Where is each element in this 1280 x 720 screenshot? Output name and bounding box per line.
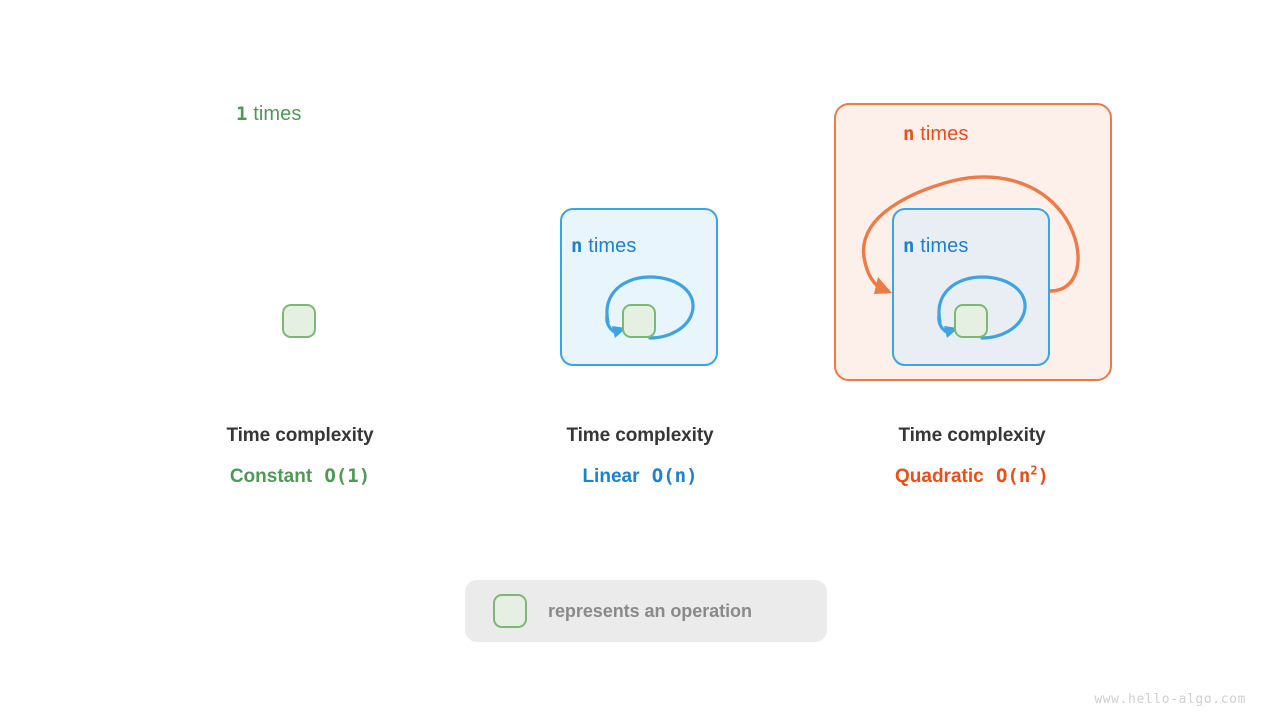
quadratic-outer-count-word: times bbox=[920, 123, 969, 145]
operation-square-icon bbox=[954, 304, 988, 338]
quadratic-inner-count-variable: n bbox=[903, 235, 915, 257]
complexity-name: Constant bbox=[229, 466, 313, 487]
linear-count-variable: n bbox=[571, 235, 583, 257]
notation-exponent: 2 bbox=[1030, 463, 1038, 478]
quadratic-outer-count-label: n times bbox=[903, 123, 969, 146]
caption-quadratic: Time complexity Quadratic O(n2) bbox=[822, 425, 1122, 488]
linear-count-word: times bbox=[588, 235, 637, 257]
operation-square-icon bbox=[493, 594, 527, 628]
complexity-value-linear: Linear O(n) bbox=[490, 465, 790, 488]
operation-square-icon bbox=[282, 304, 316, 338]
legend: represents an operation bbox=[465, 580, 827, 642]
constant-count-label: 1 times bbox=[236, 103, 302, 126]
caption-title: Time complexity bbox=[566, 425, 714, 446]
complexity-notation: O(n2) bbox=[996, 465, 1049, 487]
constant-count-word: times bbox=[253, 103, 302, 125]
loop-arrow-icon bbox=[605, 275, 695, 340]
quadratic-outer-count-variable: n bbox=[903, 123, 915, 145]
caption-title: Time complexity bbox=[226, 425, 374, 446]
quadratic-inner-loop-box bbox=[892, 208, 1050, 366]
notation-suffix: ) bbox=[1037, 465, 1049, 487]
constant-count-variable: 1 bbox=[236, 103, 248, 125]
linear-count-label: n times bbox=[571, 235, 637, 258]
complexity-notation: O(1) bbox=[324, 465, 371, 487]
caption-constant: Time complexity Constant O(1) bbox=[150, 425, 450, 488]
outer-loop-arrow-icon bbox=[862, 175, 1080, 294]
panel-constant: 1 times bbox=[150, 95, 450, 385]
complexity-value-constant: Constant O(1) bbox=[150, 465, 450, 488]
legend-label: represents an operation bbox=[548, 600, 752, 621]
complexity-value-quadratic: Quadratic O(n2) bbox=[822, 465, 1122, 488]
notation-prefix: O(n bbox=[995, 465, 1031, 487]
linear-loop-box bbox=[560, 208, 718, 366]
quadratic-inner-count-label: n times bbox=[903, 235, 969, 258]
caption-linear: Time complexity Linear O(n) bbox=[490, 425, 790, 488]
panel-quadratic: n times n times bbox=[822, 95, 1122, 385]
operation-square-icon bbox=[622, 304, 656, 338]
panel-linear: n times bbox=[490, 95, 790, 385]
complexity-name: Linear bbox=[582, 466, 640, 487]
quadratic-inner-count-word: times bbox=[920, 235, 969, 257]
caption-title: Time complexity bbox=[898, 425, 1046, 446]
loop-arrow-icon bbox=[937, 275, 1027, 340]
complexity-notation: O(n) bbox=[651, 465, 698, 487]
complexity-name: Quadratic bbox=[895, 466, 984, 487]
watermark: www.hello-algo.com bbox=[1094, 692, 1246, 707]
